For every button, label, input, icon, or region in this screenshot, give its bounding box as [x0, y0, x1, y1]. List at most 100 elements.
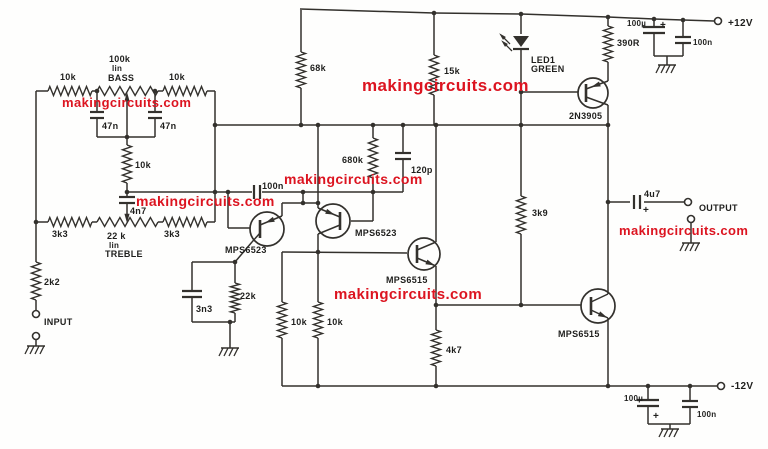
emitter-arrow-Q5-2N3905 — [591, 81, 601, 88]
wire — [607, 16, 655, 20]
transistor-Q5-2N3905 — [577, 77, 609, 109]
resistor-R-15k — [427, 54, 441, 96]
wire — [281, 251, 408, 254]
pot-wiper-arrow — [124, 213, 130, 223]
junction-dot — [605, 122, 611, 128]
ground-symbol — [684, 242, 690, 252]
component-label: 4u7 — [644, 189, 660, 199]
resistor-R-3k3-L — [47, 215, 93, 229]
ground-symbol — [658, 428, 664, 438]
junction-dot — [300, 189, 306, 195]
component-label: 2N3905 — [569, 111, 602, 121]
resistor-R-3k3-R — [162, 215, 208, 229]
component-label: 100n — [697, 410, 716, 419]
component-label: lin — [109, 241, 119, 250]
ground-symbol — [39, 345, 45, 355]
junction-dot — [212, 189, 218, 195]
led-triangle-LED1-green — [513, 36, 529, 47]
component-label: MPS6523 — [225, 245, 267, 255]
transistor-Q3-MPS6515 — [407, 237, 441, 271]
terminal-input-gnd-terminal — [31, 331, 41, 341]
watermark: makingcircuits.com — [334, 286, 482, 303]
junction-dot — [431, 10, 437, 16]
ground-symbol — [228, 347, 234, 357]
ground-symbol — [29, 345, 35, 355]
component-label: + — [653, 411, 659, 422]
ground-symbol — [689, 242, 695, 252]
led-emission-arrow — [501, 40, 508, 47]
component-label: LED1 — [531, 55, 555, 65]
ground-symbol — [655, 64, 661, 74]
component-label: MPS6515 — [558, 329, 600, 339]
ground-symbol — [223, 347, 229, 357]
junction-dot — [518, 122, 524, 128]
component-label: 390R — [617, 38, 640, 48]
component-label: + — [660, 20, 666, 31]
junction-dot — [605, 383, 611, 389]
component-label: GREEN — [531, 64, 565, 74]
component-label: 4n7 — [130, 206, 146, 216]
component-label: 10k — [60, 72, 77, 82]
resistor-R-10k-bassL — [47, 84, 93, 98]
resistor-R-4k7 — [429, 329, 443, 367]
pot-wiper-arrow — [124, 92, 130, 102]
transistor-lead-Q4-MPS6515 — [590, 293, 609, 303]
component-label: MPS6523 — [355, 228, 397, 238]
watermark: makingcircuits.com — [284, 171, 423, 187]
emitter-arrow-Q3-MPS6515 — [425, 259, 435, 266]
junction-dot — [518, 11, 524, 17]
component-label: 10k — [327, 317, 344, 327]
component-label: lin — [112, 64, 122, 73]
junction-dot — [400, 122, 406, 128]
resistor-R-390R — [601, 25, 615, 63]
ground-symbol — [660, 64, 666, 74]
wire — [299, 8, 435, 14]
component-label: 68k — [310, 63, 327, 73]
resistor-R-10k-a — [275, 301, 289, 339]
emitter-arrow-Q1-MPS6523 — [265, 216, 275, 223]
wire — [653, 18, 684, 21]
ground-symbol — [24, 345, 30, 355]
emitter-arrow-Q4-MPS6515 — [597, 311, 608, 318]
junction-dot — [124, 189, 130, 195]
junction-dot — [518, 89, 524, 95]
component-label: OUTPUT — [699, 203, 738, 213]
component-label: 22 k — [107, 231, 126, 241]
junction-dot — [152, 88, 158, 94]
junction-dot — [680, 17, 686, 23]
component-label: 3n3 — [196, 304, 212, 314]
resistor-R-10k-bassR — [162, 84, 208, 98]
junction-dot — [370, 189, 376, 195]
ground-symbol — [679, 242, 685, 252]
component-label: 100n — [693, 38, 712, 47]
terminal-output-terminal — [683, 197, 693, 207]
junction-dot — [518, 302, 524, 308]
ground-symbol — [34, 345, 40, 355]
junction-dot — [94, 88, 100, 94]
junction-dot — [433, 302, 439, 308]
component-label: 3k3 — [52, 229, 68, 239]
component-label: 2k2 — [44, 277, 60, 287]
resistor-R-22k — [227, 282, 243, 314]
wire — [433, 12, 522, 15]
resistor-R-3k9 — [514, 195, 528, 235]
wire — [520, 13, 609, 18]
resistor-POT-treble — [96, 216, 159, 228]
transistor-lead-Q5-2N3905 — [585, 96, 609, 106]
component-label: 10k — [291, 317, 308, 327]
junction-dot — [124, 134, 130, 140]
component-label: 120p — [411, 165, 433, 175]
ground-symbol — [673, 428, 679, 438]
resistor-R-10k-mid — [120, 144, 134, 184]
component-label: 3k3 — [164, 229, 180, 239]
ground-symbol — [668, 428, 674, 438]
component-label: 15k — [444, 66, 461, 76]
component-label: -12V — [731, 381, 753, 392]
led-emission-arrow — [499, 33, 506, 40]
watermark: makingcircuits.com — [62, 95, 191, 110]
component-label: 100k — [109, 54, 131, 64]
watermark: makingcircuits.com — [619, 223, 748, 238]
component-label: INPUT — [44, 317, 73, 327]
